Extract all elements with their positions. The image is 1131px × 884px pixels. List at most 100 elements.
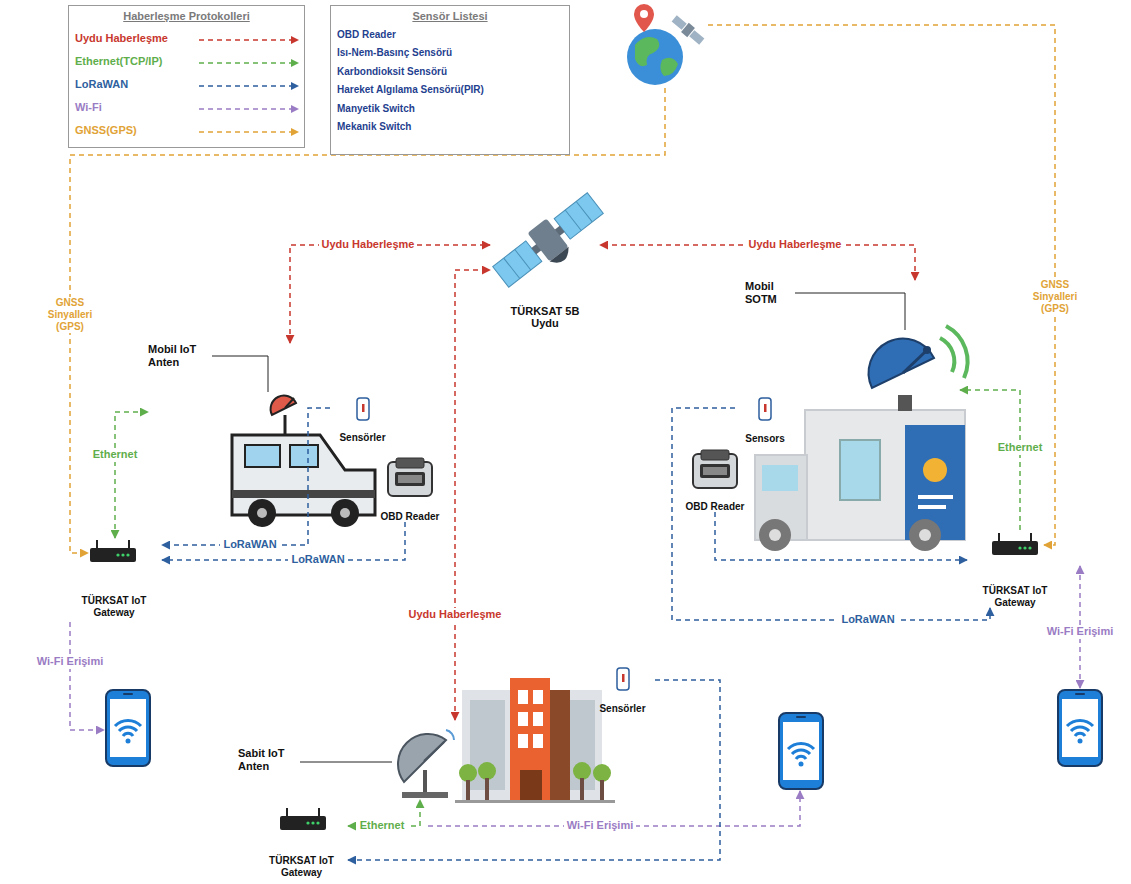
sotm-truck xyxy=(918,505,946,509)
building xyxy=(533,734,543,748)
building xyxy=(533,712,543,726)
node-label: Sensörler xyxy=(599,703,645,715)
phone-icon xyxy=(1058,690,1102,766)
node-label: Mobil SOTM xyxy=(745,280,790,305)
legend-line-sample xyxy=(291,128,299,136)
gateway-icon xyxy=(90,540,136,562)
leader-line xyxy=(300,762,392,763)
sensor-icon xyxy=(357,398,369,420)
connector-label: LoRaWAN xyxy=(220,538,279,551)
turksat-satellite xyxy=(515,249,531,269)
sensor-node: Sensors xyxy=(735,395,795,444)
node-label: TÜRKSAT IoT Gateway xyxy=(70,595,158,618)
gps-globe xyxy=(634,4,654,32)
connector-label: Uydu Haberleşme xyxy=(746,238,845,251)
gnss-line xyxy=(70,88,665,553)
leader-line xyxy=(212,293,905,762)
building xyxy=(510,678,550,800)
sotm-truck xyxy=(923,346,931,354)
building xyxy=(573,762,591,780)
fixed-antenna xyxy=(446,730,454,740)
mobile-van xyxy=(285,398,294,408)
connector-label: Uydu Haberleşme xyxy=(319,238,418,251)
phone-icon xyxy=(106,690,1102,789)
sotm-label: Mobil SOTM xyxy=(745,280,960,400)
obd-icon xyxy=(388,450,737,496)
sotm-truck xyxy=(923,458,947,482)
list-item: Karbondioksit Sensörü xyxy=(337,66,563,78)
building xyxy=(455,800,615,803)
wifi-label: Wi-Fi Erişimi xyxy=(564,819,637,832)
building xyxy=(466,780,470,800)
legend-line-sample xyxy=(199,131,293,133)
gateway-node: TÜRKSAT IoT Gateway xyxy=(255,804,348,878)
gps-globe xyxy=(689,30,704,44)
connector xyxy=(162,522,405,560)
legend-line-sample xyxy=(199,128,299,136)
obd-reader-node: OBD Reader xyxy=(678,448,752,512)
gps-globe xyxy=(670,14,705,46)
gps-globe xyxy=(640,10,648,18)
sotm-truck xyxy=(919,529,931,541)
node-label: TÜRKSAT IoT Gateway xyxy=(971,585,1059,608)
wifi-line xyxy=(70,566,1080,826)
leader-line xyxy=(212,356,268,392)
sensor-icon xyxy=(357,398,771,690)
obd-reader-node: OBD Reader xyxy=(375,458,445,522)
connector-label: LoRaWAN xyxy=(838,613,897,626)
sensor-icon xyxy=(617,668,629,690)
antenna-label: Mobil IoT Anten xyxy=(148,343,300,425)
building xyxy=(459,764,477,782)
list-item: OBD Reader xyxy=(337,29,563,41)
list-item: Hareket Algılama Sensörü(PIR) xyxy=(337,84,563,96)
gateway-node: TÜRKSAT IoT Gateway xyxy=(967,530,1063,608)
building xyxy=(518,712,528,726)
mobile-van xyxy=(284,415,287,435)
legend-line-sample xyxy=(291,105,299,113)
node-label: Sensors xyxy=(745,433,784,445)
sotm-truck xyxy=(918,495,953,499)
gps-globe xyxy=(672,15,687,29)
sotm-truck xyxy=(762,465,798,491)
sotm-truck xyxy=(755,326,968,551)
sotm-truck xyxy=(940,338,954,372)
gateway-icon xyxy=(90,533,1038,830)
mobile-van xyxy=(245,445,280,467)
fixed-antenna xyxy=(398,734,446,782)
legend-line-sample xyxy=(291,36,299,44)
wifi-line xyxy=(70,622,104,730)
building xyxy=(518,734,528,748)
connector xyxy=(715,512,967,560)
fixed-antenna xyxy=(423,770,427,792)
turksat-satellite xyxy=(504,258,520,278)
node-label: TÜRKSAT 5B Uydu xyxy=(500,305,590,330)
mobile-van xyxy=(257,508,267,518)
sotm-truck xyxy=(898,395,912,411)
building xyxy=(478,762,496,780)
building xyxy=(518,690,528,704)
gps-globe xyxy=(627,29,683,85)
node-label: TÜRKSAT IoT Gateway xyxy=(259,855,344,878)
turksat-satellite xyxy=(565,210,581,230)
building xyxy=(580,778,584,800)
mobile-van xyxy=(248,499,276,527)
list-title: Sensör Listesi xyxy=(337,10,563,23)
gps-globe xyxy=(660,58,678,76)
connector xyxy=(348,680,720,860)
gnss-label: GNSS Sinyalleri (GPS) xyxy=(31,297,109,333)
gps-globe xyxy=(627,4,706,85)
mobile-van xyxy=(331,499,359,527)
wifi-label: Wi-Fi Erişimi xyxy=(1044,625,1117,638)
legend-line-sample xyxy=(199,36,299,44)
sensor-node: Sensörler xyxy=(590,665,655,714)
obd-icon xyxy=(388,458,432,496)
sensor-icon xyxy=(759,398,771,420)
mobile-van xyxy=(290,445,318,467)
sotm-truck xyxy=(840,440,880,500)
turksat-satellite xyxy=(576,201,592,221)
building xyxy=(533,690,543,704)
mobile-van xyxy=(232,490,375,498)
satellite-node: TÜRKSAT 5B Uydu xyxy=(490,195,600,330)
building xyxy=(520,770,542,800)
connector-label: Ethernet xyxy=(995,441,1046,454)
